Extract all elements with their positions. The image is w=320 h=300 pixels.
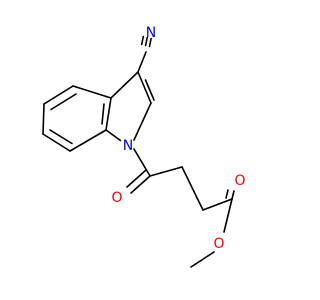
bond-ester-c-o bbox=[231, 190, 235, 200]
bond-ch2-a-ch2-b bbox=[181, 166, 204, 211]
bond-c6-c7 bbox=[42, 133, 71, 152]
bond-n1-c-carbonyl bbox=[133, 148, 151, 177]
bond-oether-methyl bbox=[190, 251, 215, 268]
bond-c3-c2-double bbox=[144, 79, 155, 101]
bond-c-ch2-a bbox=[149, 166, 183, 177]
atom-o-ester-carbonyl: O bbox=[234, 173, 245, 189]
bond-c3a-c7a bbox=[105, 97, 112, 131]
atom-n-nitrile: N bbox=[146, 25, 156, 41]
bond-c3a-c4 bbox=[72, 85, 112, 99]
bond-ester-c-oether bbox=[223, 198, 233, 233]
bond-c3a-c7a-double bbox=[101, 103, 105, 125]
bond-c2-n1 bbox=[133, 102, 152, 141]
bond-ch2-b-ester-c bbox=[202, 198, 233, 211]
atom-o-ester-ether: O bbox=[213, 236, 224, 252]
atom-o-ketone: O bbox=[111, 190, 122, 206]
nitrile-bond bbox=[140, 35, 152, 48]
bond-c4-c5 bbox=[43, 85, 74, 105]
bond-c5-c6 bbox=[42, 103, 45, 135]
bond-carbonyl-o-double bbox=[126, 169, 147, 188]
bond-c3-c2 bbox=[137, 71, 152, 104]
bond-c6-c7-double bbox=[49, 129, 73, 145]
bond-c7-c7a bbox=[69, 129, 107, 152]
bond-ester-c-o-double bbox=[225, 189, 229, 199]
bond-cn-c3 bbox=[137, 51, 147, 73]
molecule-canvas: N N O O O bbox=[42, 25, 246, 268]
molecule-structure: N N O O O bbox=[42, 25, 246, 268]
bond-c4-c5-double bbox=[50, 93, 77, 111]
bond-n1-c7a bbox=[105, 129, 122, 142]
atom-n-indole: N bbox=[123, 138, 133, 154]
bond-c3-c3a bbox=[110, 71, 139, 99]
bond-carbonyl-o bbox=[130, 175, 151, 194]
